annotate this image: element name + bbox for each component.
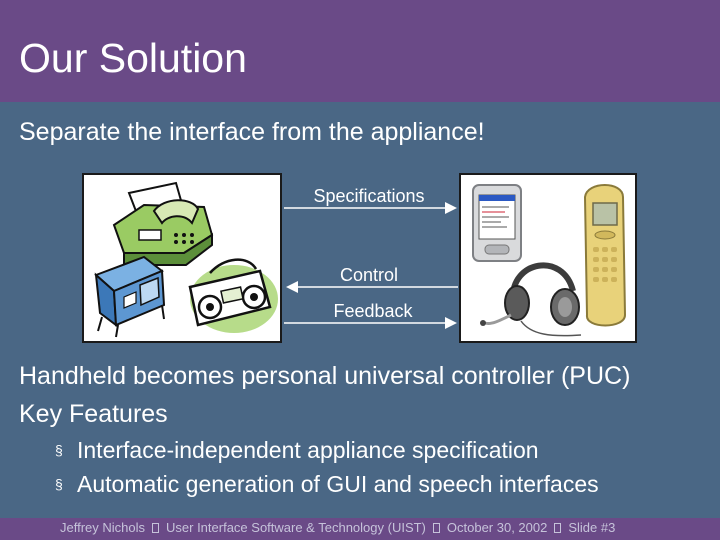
slide-title: Our Solution	[19, 35, 247, 81]
specifications-label: Specifications	[313, 186, 425, 206]
footer-slide-number: Slide #3	[568, 520, 616, 535]
control-label: Control	[339, 265, 399, 285]
pda-icon	[472, 184, 522, 262]
bullet-item: § Interface-independent appliance specifi…	[55, 435, 539, 465]
copier-icon	[94, 255, 166, 338]
appliances-image	[82, 173, 282, 343]
title-bar	[0, 0, 720, 102]
bullet-text: Automatic generation of GUI and speech i…	[77, 471, 599, 497]
headset-icon	[480, 262, 582, 337]
handhelds-image	[459, 173, 637, 343]
separator-icon	[152, 523, 160, 533]
footer-venue: User Interface Software & Technology (UI…	[166, 520, 426, 535]
separator-icon	[554, 523, 562, 533]
footer-bar	[0, 518, 720, 540]
separator-icon	[432, 523, 440, 533]
mobile-phone-icon	[583, 184, 627, 327]
footer: Jeffrey Nichols User Interface Software &…	[60, 520, 615, 536]
bullet-marker: §	[55, 442, 63, 458]
bullet-marker: §	[55, 476, 63, 492]
boombox-icon	[188, 258, 278, 333]
footer-author: Jeffrey Nichols	[60, 520, 146, 535]
main-point-puc: Handheld becomes personal universal cont…	[19, 362, 631, 390]
main-point-key-features: Key Features	[19, 400, 168, 428]
slide-subtitle: Separate the interface from the applianc…	[19, 118, 485, 146]
bullet-item: § Automatic generation of GUI and speech …	[55, 469, 599, 499]
feedback-label: Feedback	[333, 301, 413, 321]
fax-machine-icon	[112, 181, 214, 266]
footer-date: October 30, 2002	[446, 520, 548, 535]
bullet-text: Interface-independent appliance specific…	[77, 437, 539, 463]
